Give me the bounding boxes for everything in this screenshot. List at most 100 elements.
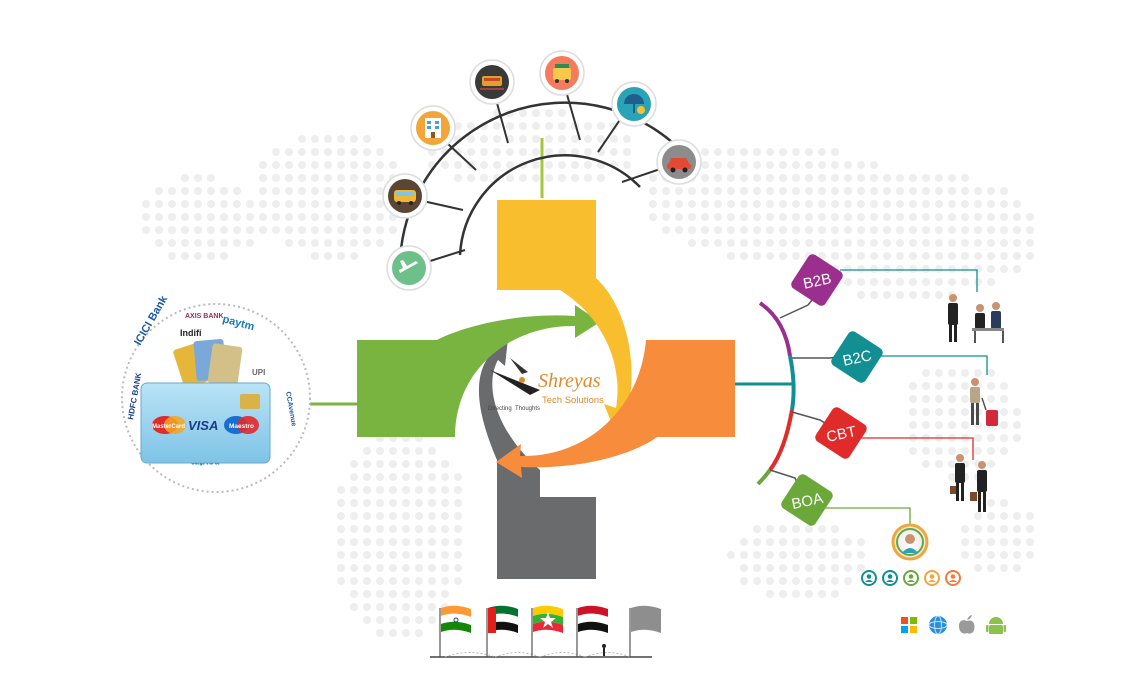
- segment-b2c: B2C: [831, 331, 883, 383]
- map-dot: [935, 278, 943, 286]
- map-dot: [194, 200, 202, 208]
- map-dot: [506, 161, 514, 169]
- map-dot: [1000, 512, 1008, 520]
- map-dot: [519, 174, 527, 182]
- map-dot: [1026, 525, 1034, 533]
- logo-motto-left: Directing: [488, 406, 512, 412]
- map-dot: [805, 174, 813, 182]
- map-dot: [272, 174, 280, 182]
- map-dot: [428, 551, 436, 559]
- shreyas-logo: Shreyas Tech Solutions Directing Thought…: [488, 358, 604, 412]
- map-dot: [454, 473, 462, 481]
- map-dot: [311, 213, 319, 221]
- map-dot: [961, 447, 969, 455]
- map-dot: [467, 135, 475, 143]
- map-dot: [779, 525, 787, 533]
- map-dot: [1026, 213, 1034, 221]
- map-dot: [155, 239, 163, 247]
- map-dot: [350, 161, 358, 169]
- map-dot: [467, 122, 475, 130]
- map-dot: [961, 213, 969, 221]
- map-dot: [987, 187, 995, 195]
- map-dot: [584, 122, 592, 130]
- map-dot: [337, 564, 345, 572]
- map-dot: [922, 291, 930, 299]
- map-dot: [558, 109, 566, 117]
- map-dot: [298, 187, 306, 195]
- map-dot: [402, 603, 410, 611]
- map-dot: [779, 200, 787, 208]
- map-dot: [623, 161, 631, 169]
- map-dot: [519, 122, 527, 130]
- map-dot: [454, 538, 462, 546]
- map-dot: [961, 538, 969, 546]
- map-dot: [233, 200, 241, 208]
- map-dot: [1000, 382, 1008, 390]
- map-dot: [987, 460, 995, 468]
- map-dot: [1013, 239, 1021, 247]
- map-dot: [363, 135, 371, 143]
- segment-boa: BOA: [781, 474, 833, 526]
- map-dot: [974, 525, 982, 533]
- map-dot: [922, 382, 930, 390]
- map-dot: [831, 187, 839, 195]
- map-dot: [168, 252, 176, 260]
- user-icon: [861, 570, 877, 586]
- map-dot: [480, 135, 488, 143]
- map-dot: [792, 551, 800, 559]
- map-dot: [857, 174, 865, 182]
- map-dot: [831, 213, 839, 221]
- map-dot: [337, 161, 345, 169]
- map-dot: [181, 213, 189, 221]
- map-dot: [766, 174, 774, 182]
- map-dot: [909, 382, 917, 390]
- map-dot: [363, 512, 371, 520]
- map-dot: [350, 460, 358, 468]
- map-dot: [805, 525, 813, 533]
- map-dot: [207, 187, 215, 195]
- map-dot: [701, 239, 709, 247]
- map-dot: [727, 252, 735, 260]
- map-dot: [233, 187, 241, 195]
- map-dot: [415, 538, 423, 546]
- map-dot: [779, 148, 787, 156]
- map-dot: [701, 148, 709, 156]
- map-dot: [363, 226, 371, 234]
- map-dot: [1000, 395, 1008, 403]
- map-dot: [441, 538, 449, 546]
- map-dot: [337, 538, 345, 546]
- map-dot: [727, 226, 735, 234]
- map-dot: [987, 447, 995, 455]
- map-dot: [1000, 213, 1008, 221]
- map-dot: [376, 148, 384, 156]
- map-dot: [441, 161, 449, 169]
- map-dot: [285, 174, 293, 182]
- map-dot: [753, 538, 761, 546]
- map-dot: [532, 174, 540, 182]
- map-dot: [441, 499, 449, 507]
- map-dot: [389, 616, 397, 624]
- map-dot: [363, 174, 371, 182]
- user-icon: [924, 570, 940, 586]
- map-dot: [194, 239, 202, 247]
- map-dot: [896, 278, 904, 286]
- map-dot: [285, 226, 293, 234]
- map-dot: [402, 512, 410, 520]
- map-dot: [441, 551, 449, 559]
- map-dot: [298, 135, 306, 143]
- map-dot: [805, 551, 813, 559]
- map-dot: [1026, 538, 1034, 546]
- map-dot: [194, 226, 202, 234]
- map-dot: [376, 447, 384, 455]
- segments-arc: [756, 269, 988, 525]
- map-dot: [1013, 512, 1021, 520]
- map-dot: [545, 109, 553, 117]
- map-dot: [883, 226, 891, 234]
- map-dot: [337, 200, 345, 208]
- map-dot: [831, 161, 839, 169]
- map-dot: [753, 213, 761, 221]
- map-dot: [493, 161, 501, 169]
- map-dot: [961, 278, 969, 286]
- map-dot: [740, 213, 748, 221]
- map-dot: [922, 226, 930, 234]
